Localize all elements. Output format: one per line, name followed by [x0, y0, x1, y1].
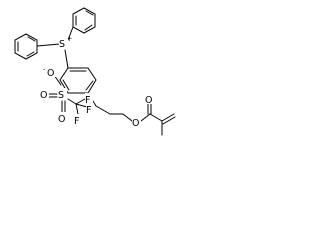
structure-drawing: S + O - O S O F F F O O — [14, 7, 176, 136]
phenyl-ring-top — [72, 7, 96, 34]
sulfonate-o2-label: O — [58, 114, 65, 125]
bond-s-phenyl-bottom — [64, 49, 69, 69]
chemical-structure-diagram: S + O - O S O F F F O O — [0, 0, 183, 160]
ethyl-linker — [87, 92, 133, 122]
sulfonium-charge-label: + — [67, 35, 72, 43]
sulfonate-o-minus-label: O — [47, 68, 54, 79]
fluorine-1-label: F — [85, 95, 90, 106]
sulfonate-s-label: S — [58, 90, 64, 101]
phenyl-ring-left — [14, 33, 38, 60]
methacrylate-ester — [140, 102, 176, 136]
ester-oxygen-label: O — [132, 118, 139, 129]
sulfonate-o1-label: O — [40, 90, 47, 101]
fluorine-3-label: F — [74, 116, 79, 127]
sulfonate-o-charge-label: - — [43, 65, 46, 73]
sulfonium-s-label: S — [59, 39, 65, 50]
bond-s-phenyl-top — [67, 26, 74, 41]
triflate-group — [48, 74, 88, 115]
fluorine-2-label: F — [86, 105, 91, 116]
carbonyl-oxygen-label: O — [145, 95, 152, 106]
bond-s-phenyl-left — [36, 43, 61, 47]
